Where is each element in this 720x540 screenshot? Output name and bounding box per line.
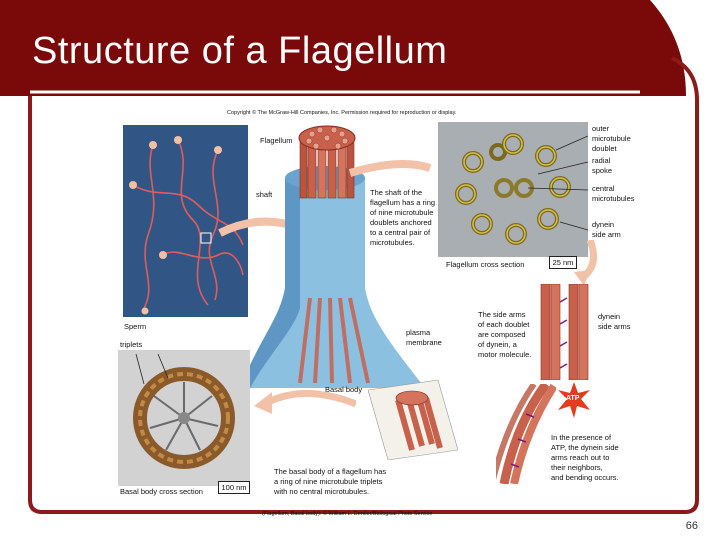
- photo-credit: (Flagellum, Basal body): © William L. De…: [262, 511, 432, 517]
- atp-label: ATP: [566, 395, 579, 402]
- flagellum-cross-section-image: [438, 122, 588, 257]
- triplets-label: triplets: [120, 340, 142, 350]
- arrow-down-icon: [570, 240, 610, 290]
- shaft-label: shaft: [256, 190, 272, 200]
- arrow-left-icon: [246, 384, 356, 424]
- page-number: 66: [686, 520, 698, 532]
- dynein-doublets-bent: [496, 384, 556, 484]
- copyright-notice: Copyright © The McGraw-Hill Companies, I…: [227, 110, 456, 116]
- basal-body-cross-section-image: [118, 350, 250, 486]
- sperm-label: Sperm: [124, 322, 146, 332]
- basal-scale-bar: 100 nm: [218, 481, 250, 494]
- basal-cross-section-label: Basal body cross section: [120, 487, 203, 497]
- dynein-doublets-straight: [535, 284, 595, 380]
- flagellum-cross-section-label: Flagellum cross section: [446, 260, 524, 270]
- basal-body-illustration: [368, 380, 458, 460]
- flagellum-label: Flagellum: [260, 136, 293, 146]
- flagellum-illustration: [200, 118, 440, 388]
